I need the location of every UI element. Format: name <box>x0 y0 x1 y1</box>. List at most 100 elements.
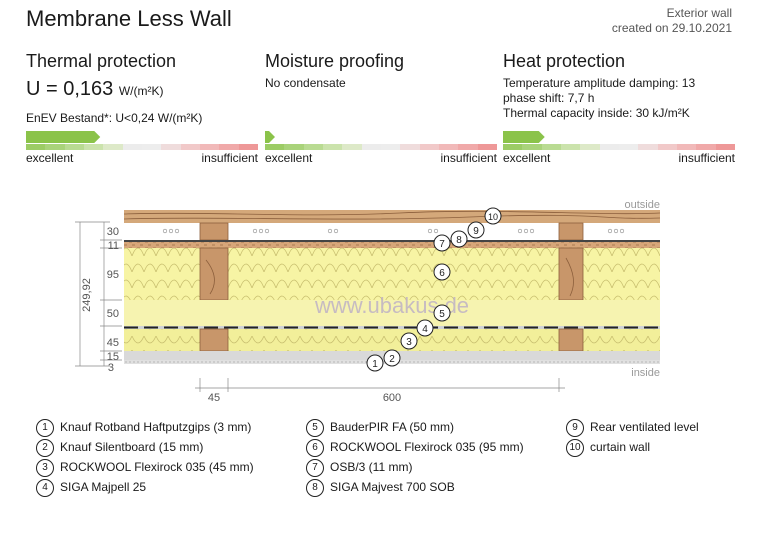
svg-text:4: 4 <box>422 324 428 335</box>
thermal-rating-arrow <box>26 130 258 148</box>
scale-segment <box>83 144 104 150</box>
svg-text:2: 2 <box>389 354 395 365</box>
callout-2: 2 <box>383 349 401 367</box>
outside-label: outside <box>625 199 660 211</box>
heat-rating-arrow <box>503 130 735 148</box>
svg-text:10: 10 <box>488 212 498 222</box>
svg-text:9: 9 <box>473 226 479 237</box>
callout-7: 7 <box>433 234 451 252</box>
moisture-text: No condensate <box>265 76 346 90</box>
heat-protection-panel: Heat protection Temperature amplitude da… <box>503 50 735 121</box>
callout-8: 8 <box>450 230 468 248</box>
scale-segment <box>657 144 677 150</box>
pir-board-layer <box>124 300 660 326</box>
scale-segment <box>400 144 420 150</box>
wall-section-diagram: outside inside www.ubakus.de 249,92 30 1… <box>75 199 661 404</box>
scale-segment <box>122 144 142 150</box>
scale-segment <box>303 144 323 150</box>
scale-segment <box>141 144 162 150</box>
scale-segment <box>618 144 639 150</box>
insufficient-label: insufficient <box>440 151 497 165</box>
thermal-protection-panel: Thermal protection U = 0,163 W/(m²K) EnE… <box>26 50 258 125</box>
rating-arrow-fill <box>503 131 545 143</box>
wall-type: Exterior wall <box>666 6 732 20</box>
scale-segment <box>541 144 561 150</box>
excellent-label: excellent <box>26 151 74 165</box>
scale-segment <box>180 144 200 150</box>
scale-segment <box>103 144 123 150</box>
insufficient-label: insufficient <box>678 151 735 165</box>
page-title: Membrane Less Wall <box>26 6 232 31</box>
heat-amplitude: Temperature amplitude damping: 13 <box>503 76 696 90</box>
scale-segment <box>161 144 181 150</box>
excellent-label: excellent <box>503 151 551 165</box>
u-value-unit: W/(m²K) <box>118 84 164 98</box>
scale-segment <box>560 144 581 150</box>
scale-segment <box>696 144 716 150</box>
scale-segment <box>199 144 220 150</box>
ventilated-level-layer <box>124 223 660 240</box>
moisture-scale-labels: excellent insufficient <box>265 151 497 165</box>
batten-spacing: 600 <box>383 392 401 404</box>
scale-segment <box>26 144 46 150</box>
callout-4: 4 <box>416 319 434 337</box>
layer-callouts: 1 2 3 4 5 6 7 8 9 10 <box>366 207 502 372</box>
callout-1: 1 <box>366 354 384 372</box>
scale-segment <box>322 144 343 150</box>
scale-segment <box>64 144 84 150</box>
scale-segment <box>238 144 258 150</box>
total-thickness: 249,92 <box>81 278 93 312</box>
scale-segment <box>265 144 285 150</box>
thermal-scale-labels: excellent insufficient <box>26 151 258 165</box>
heat-capacity: Thermal capacity inside: 30 kJ/m²K <box>503 106 690 120</box>
dim-3: 3 <box>108 362 114 374</box>
moisture-scale-bar <box>265 144 497 150</box>
u-value: U = 0,163 W/(m²K) <box>26 78 258 101</box>
scale-segment <box>477 144 497 150</box>
dim-95: 95 <box>107 269 119 281</box>
scale-segment <box>361 144 381 150</box>
heat-phase-shift: phase shift: 7,7 h <box>503 91 595 105</box>
batten-width: 45 <box>208 392 220 404</box>
callout-5: 5 <box>433 304 451 322</box>
scale-segment <box>503 144 523 150</box>
svg-text:1: 1 <box>372 359 378 370</box>
curtain-wall-layer <box>124 210 660 223</box>
callout-10: 10 <box>484 207 502 225</box>
moisture-proofing-panel: Moisture proofing No condensate <box>265 50 497 91</box>
svg-text:6: 6 <box>439 268 445 279</box>
enev-requirement: EnEV Bestand*: U<0,24 W/(m²K) <box>26 111 203 125</box>
heat-scale-labels: excellent insufficient <box>503 151 735 165</box>
created-date: created on 29.10.2021 <box>611 21 732 35</box>
moisture-rating-arrow <box>265 130 497 148</box>
scale-segment <box>458 144 478 150</box>
svg-text:8: 8 <box>456 235 462 246</box>
svg-text:5: 5 <box>439 309 445 320</box>
scale-segment <box>638 144 658 150</box>
dim-45: 45 <box>107 337 119 349</box>
scale-segment <box>580 144 600 150</box>
installation-batten-row <box>199 328 584 352</box>
callout-3: 3 <box>400 332 418 350</box>
scale-segment <box>676 144 697 150</box>
svg-text:3: 3 <box>406 337 412 348</box>
u-value-number: U = 0,163 <box>26 78 114 100</box>
rating-arrow-fill <box>265 131 275 143</box>
thermal-heading: Thermal protection <box>26 51 177 71</box>
scale-segment <box>522 144 542 150</box>
heat-scale-bar <box>503 144 735 150</box>
inside-label: inside <box>631 367 660 379</box>
dim-11: 11 <box>108 240 119 252</box>
insulation-45-layer <box>124 329 660 351</box>
heat-heading: Heat protection <box>503 51 626 71</box>
membrane-line <box>124 240 660 242</box>
callout-6: 6 <box>433 263 451 281</box>
rating-arrow-fill <box>26 131 101 143</box>
